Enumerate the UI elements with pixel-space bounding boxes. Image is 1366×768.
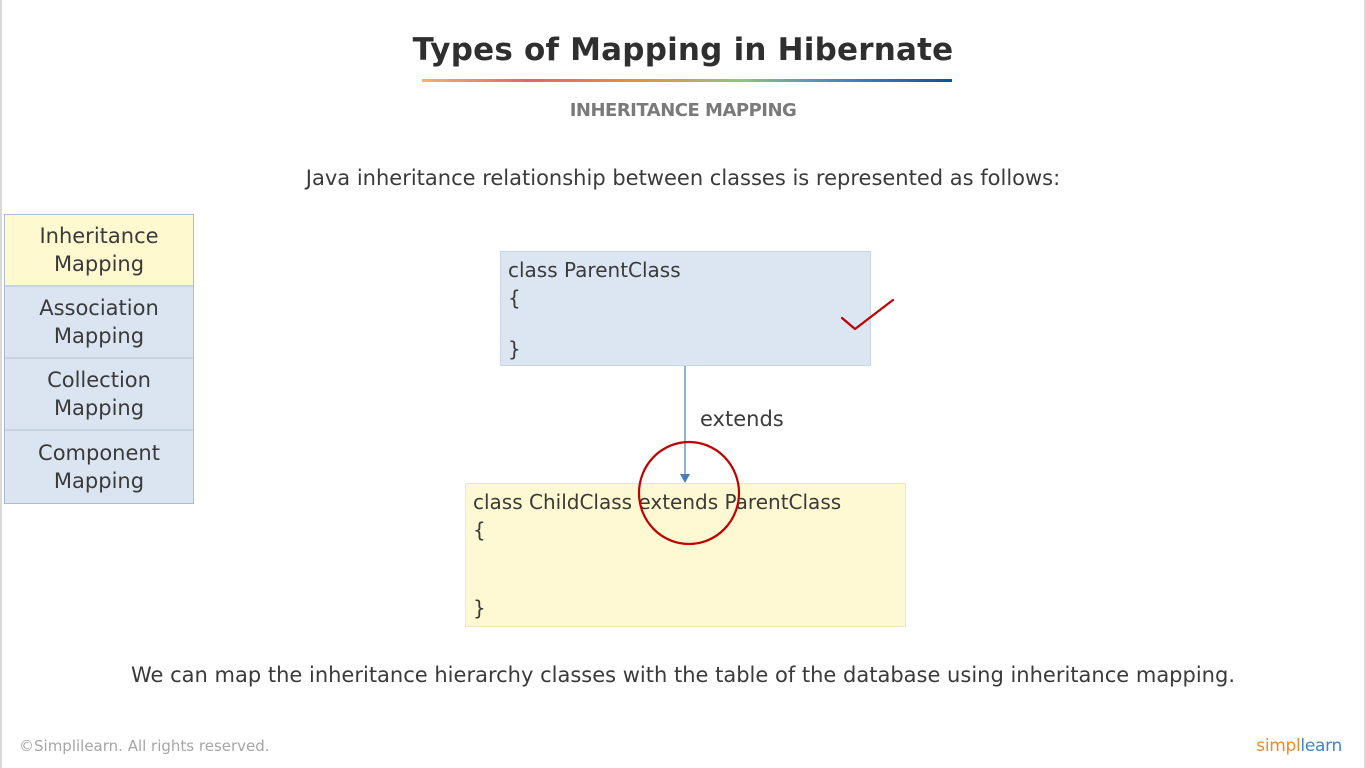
frame-left-edge xyxy=(0,0,2,768)
mapping-types-menu: Inheritance Mapping Association Mapping … xyxy=(4,214,194,504)
menu-item-component-mapping[interactable]: Component Mapping xyxy=(5,431,193,503)
parent-close-brace: } xyxy=(508,337,521,361)
menu-item-label: Collection xyxy=(47,368,151,392)
menu-item-collection-mapping[interactable]: Collection Mapping xyxy=(5,359,193,431)
menu-item-label: Association xyxy=(39,296,159,320)
menu-item-label: Inheritance xyxy=(39,224,159,248)
parent-open-brace: { xyxy=(508,286,521,310)
extends-arrow-label: extends xyxy=(700,407,784,431)
parent-class-box: class ParentClass { } xyxy=(500,251,871,366)
child-class-declaration: class ChildClass extends ParentClass xyxy=(473,490,842,514)
menu-item-label: Mapping xyxy=(53,324,145,348)
intro-text: Java inheritance relationship between cl… xyxy=(305,166,1061,190)
slide-subtitle: INHERITANCE MAPPING xyxy=(569,100,797,121)
child-class-box: class ChildClass extends ParentClass { } xyxy=(465,483,906,627)
inheritance-arrow xyxy=(680,366,690,483)
slide-title: Types of Mapping in Hibernate xyxy=(412,32,954,68)
copyright-notice: ©Simplilearn. All rights reserved. xyxy=(19,737,270,755)
menu-item-inheritance-mapping[interactable]: Inheritance Mapping xyxy=(5,215,193,287)
child-close-brace: } xyxy=(473,596,486,620)
brand-head: simpl xyxy=(1256,736,1301,756)
frame-right-edge xyxy=(1364,0,1366,768)
menu-item-label: Component xyxy=(38,441,160,465)
menu-item-label: Mapping xyxy=(53,396,145,420)
simplilearn-logo: simpllearn xyxy=(1256,736,1342,756)
menu-item-association-mapping[interactable]: Association Mapping xyxy=(5,287,193,359)
summary-text: We can map the inheritance hierarchy cla… xyxy=(130,663,1235,687)
child-open-brace: { xyxy=(473,518,486,542)
brand-tail: learn xyxy=(1300,736,1342,756)
title-underline xyxy=(422,79,952,82)
parent-class-declaration: class ParentClass xyxy=(508,258,681,282)
menu-item-label: Mapping xyxy=(53,252,145,276)
menu-item-label: Mapping xyxy=(53,469,145,493)
